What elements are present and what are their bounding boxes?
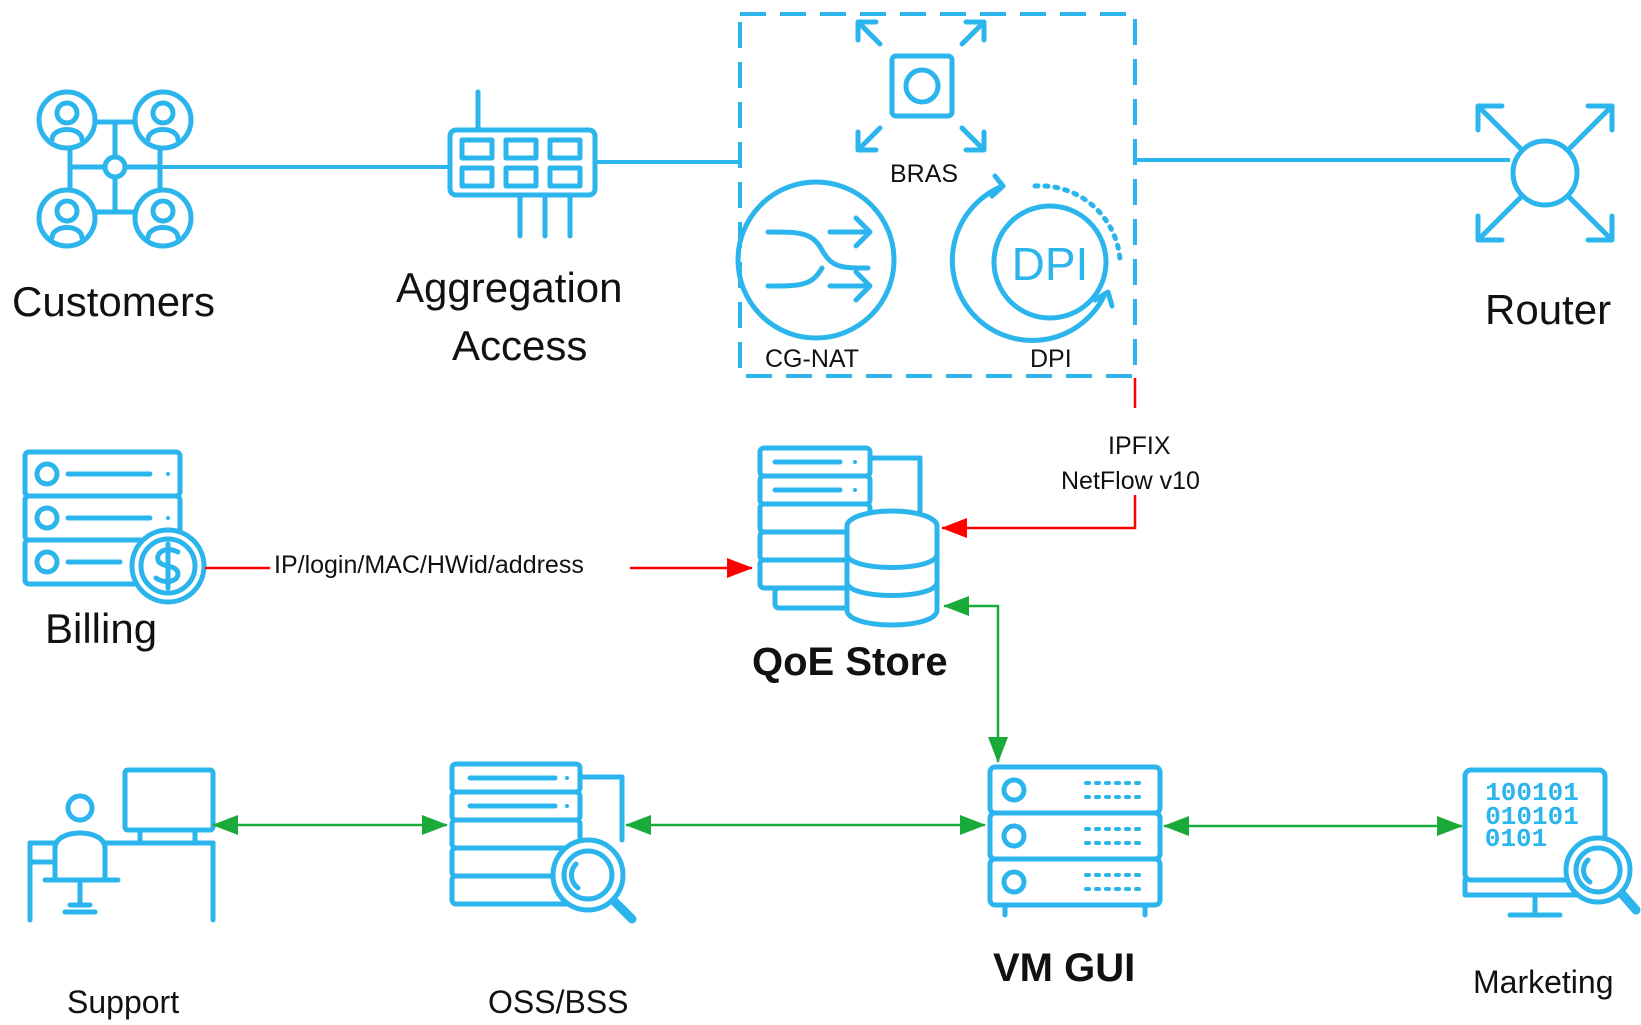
edge-label-netflow: NetFlow v10	[1061, 467, 1200, 495]
bras-label: BRAS	[890, 160, 959, 188]
customers-label: Customers	[12, 278, 216, 325]
billing-icon	[22, 449, 207, 605]
vm-gui-icon	[987, 764, 1163, 918]
qoe-store-icon	[757, 445, 940, 628]
support-icon	[27, 767, 216, 923]
qoe-store-label: QoE Store	[752, 640, 948, 684]
cgnat-icon	[735, 179, 897, 341]
aggregation-switch-icon	[447, 89, 598, 239]
arrow-dpi-to-qoe	[941, 378, 1137, 538]
router-label: Router	[1485, 286, 1612, 333]
aggregation-label-line2: Access	[452, 322, 588, 369]
marketing-binary-row-3: 0101	[1485, 824, 1547, 854]
bras-group-boundary	[738, 12, 1137, 378]
marketing-binary-row-1: 100101	[1485, 778, 1579, 808]
billing-label: Billing	[45, 605, 158, 652]
vm-gui-label: VM GUI	[993, 946, 1136, 990]
marketing-icon	[1462, 767, 1641, 918]
bras-icon	[855, 19, 987, 153]
marketing-binary-row-2: 010101	[1485, 802, 1579, 832]
oss-bss-icon	[449, 761, 637, 924]
router-icon	[1475, 103, 1615, 243]
marketing-label: Marketing	[1473, 964, 1614, 1000]
edge-label-billing-qoe: IP/login/MAC/HWid/address	[274, 551, 584, 579]
dpi-logo-text: DPI	[1012, 238, 1089, 290]
support-label: Support	[67, 984, 180, 1020]
aggregation-label-line1: Aggregation	[396, 264, 623, 311]
oss-bss-label: OSS/BSS	[488, 984, 629, 1020]
dpi-icon	[949, 173, 1123, 343]
cgnat-label: CG-NAT	[765, 345, 859, 373]
dpi-label: DPI	[1030, 345, 1072, 373]
edge-label-ipfix: IPFIX	[1108, 432, 1171, 460]
arrow-qoe-vmgui	[943, 596, 1008, 763]
customers-icon	[36, 89, 194, 249]
